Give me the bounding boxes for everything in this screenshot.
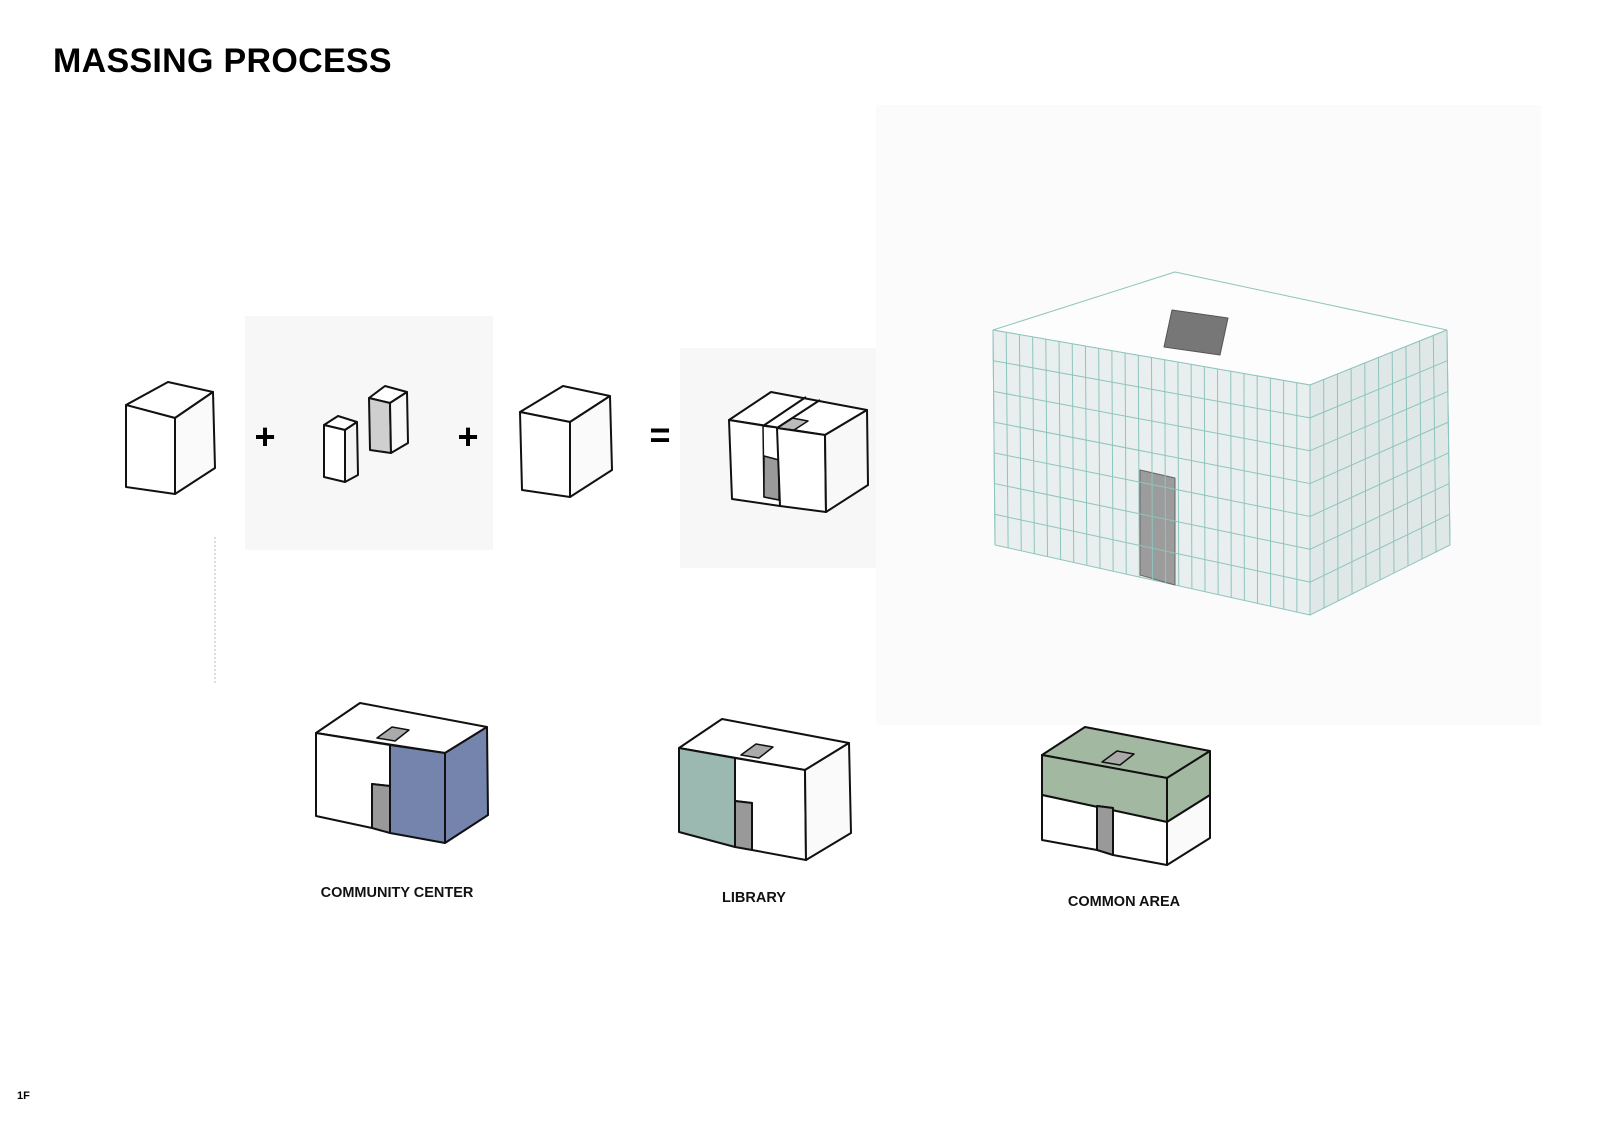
facade-line [1391, 351, 1395, 574]
facade-line [1058, 341, 1062, 560]
facade-line [1350, 368, 1353, 595]
facade-line [1190, 364, 1193, 589]
facade-line [992, 329, 996, 546]
facade-line [1177, 362, 1180, 586]
facade-line [993, 360, 1311, 419]
facade-line [1098, 348, 1101, 569]
facade-line [1164, 359, 1167, 583]
facade-line [993, 390, 1311, 452]
facade-line [1018, 334, 1022, 551]
facade-line [1309, 360, 1448, 419]
facade-line [1309, 421, 1449, 485]
label-common-area: COMMON AREA [1067, 894, 1181, 910]
facade-line [1364, 362, 1367, 588]
facade-line [1230, 371, 1232, 598]
combined-mass [728, 391, 869, 513]
facade-line [1309, 452, 1449, 517]
facade-line [1446, 329, 1451, 546]
plus-operator: + [254, 416, 276, 457]
facade-line [1432, 335, 1437, 553]
facade-line [1419, 340, 1423, 560]
facade-line [1217, 368, 1219, 595]
facade-line [1137, 355, 1140, 578]
facade-line [1151, 357, 1153, 581]
building-render [992, 271, 1451, 616]
plus-operator: + [457, 416, 479, 457]
label-library: LIBRARY [722, 890, 786, 906]
facade-line [1124, 352, 1127, 575]
facade-line [1071, 343, 1075, 563]
facade-line [1005, 332, 1009, 548]
facade-line [1203, 366, 1206, 592]
page-title: MASSING PROCESS [53, 42, 392, 80]
facade-line [993, 421, 1311, 485]
facade-line [1111, 350, 1114, 572]
second-cube [519, 385, 613, 498]
facade-line [1084, 346, 1088, 566]
floor-label: 1F [17, 1090, 30, 1102]
program-library [678, 718, 852, 861]
facade-line [994, 483, 1311, 550]
equals-operator: = [649, 414, 671, 455]
facade-line [1309, 390, 1449, 452]
facade-line [1336, 373, 1339, 602]
core-pillars [323, 385, 409, 483]
program-common-area [1041, 726, 1211, 866]
facade-line [1405, 346, 1409, 567]
facade-line [1032, 336, 1035, 554]
facade-line [994, 452, 1311, 517]
facade-line [1378, 357, 1381, 581]
base-cube [125, 381, 216, 495]
facade-line [1309, 483, 1450, 550]
facade-line [994, 513, 1311, 583]
facade-line [1309, 513, 1450, 583]
facade-line [1045, 339, 1048, 557]
program-community-center [315, 702, 489, 844]
label-community-center: COMMUNITY CENTER [320, 885, 474, 901]
